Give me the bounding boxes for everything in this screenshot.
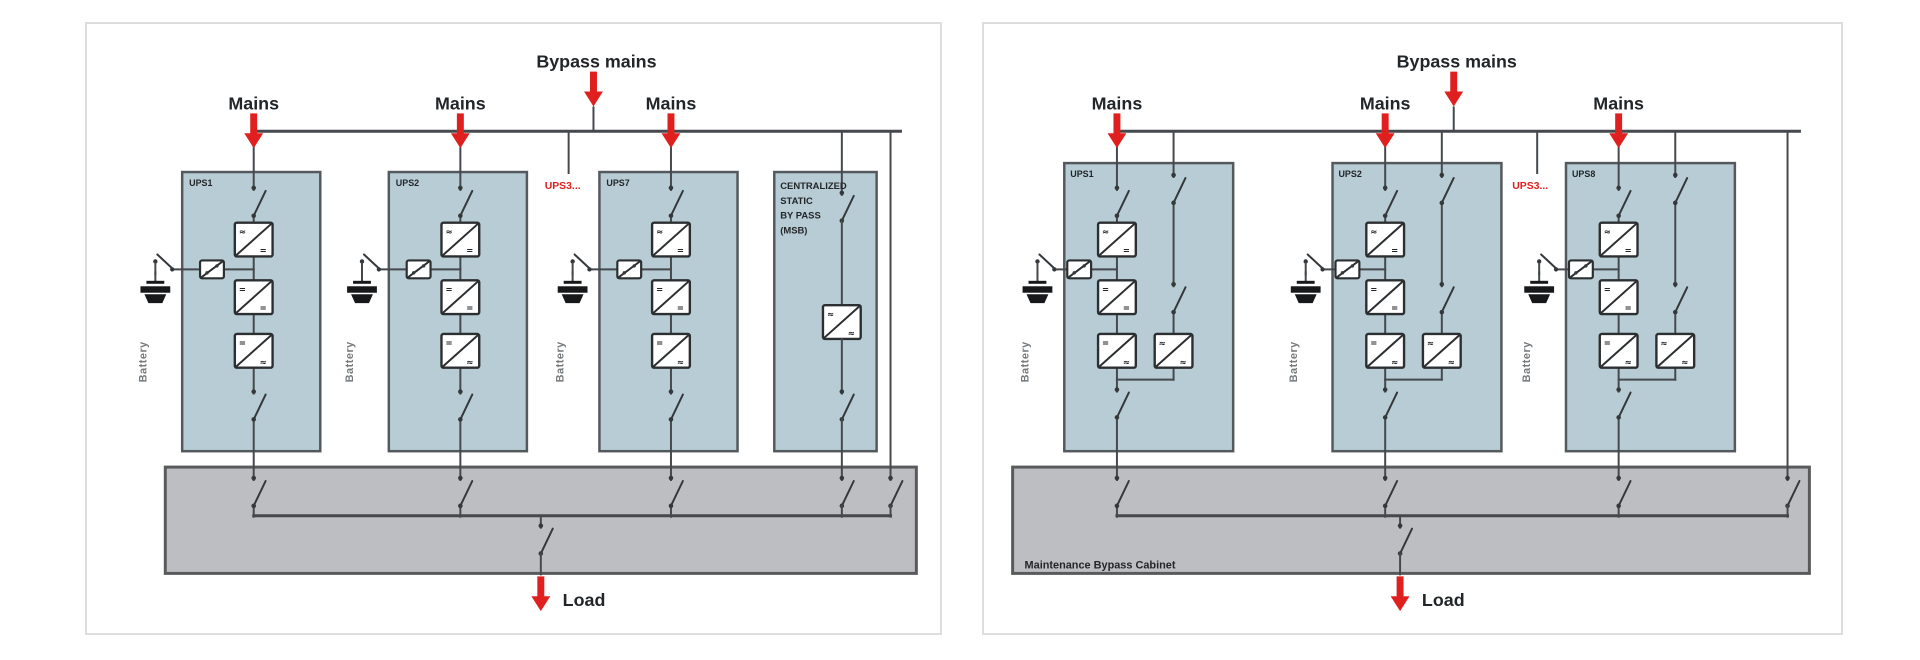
- ups-box-label: UPS2: [396, 178, 419, 188]
- rectifier-icon: [1598, 221, 1639, 258]
- battery-icon: [1289, 271, 1322, 305]
- ups-box: [1564, 161, 1737, 453]
- inverter-icon: [440, 332, 481, 369]
- rectifier-icon: [440, 221, 481, 258]
- centralized-bypass-diagram-panel: UPS1: [85, 22, 942, 635]
- mains-label: Mains: [1360, 93, 1411, 113]
- battery-icon: [139, 271, 172, 305]
- load-label: Load: [1422, 590, 1465, 610]
- battery-icon: [1021, 271, 1054, 305]
- battery-connector-icon: [616, 259, 643, 280]
- mains-label: Mains: [646, 93, 697, 113]
- more-ups-label: UPS3...: [545, 181, 581, 192]
- dc-converter-icon: [1365, 279, 1406, 316]
- inverter-icon: [1598, 332, 1639, 369]
- more-ups-label: UPS3...: [1512, 181, 1548, 192]
- battery-connector-icon: [405, 259, 432, 280]
- static-switch-icon: [821, 303, 862, 341]
- bypass-mains-label: Bypass mains: [536, 52, 656, 72]
- battery-connector-icon: [1066, 259, 1093, 280]
- inverter-icon: [650, 332, 692, 369]
- static-switch-icon: [1421, 332, 1462, 369]
- ups-box: [1331, 161, 1503, 453]
- inverter-icon: [1096, 332, 1138, 369]
- ups-box-label: UPS2: [1338, 169, 1361, 179]
- battery-label: Battery: [1020, 341, 1032, 382]
- static-switch-icon: [1655, 332, 1696, 369]
- battery-icon: [346, 271, 378, 305]
- inverter-icon: [233, 332, 274, 369]
- bypass-mains-arrow-icon: [1444, 71, 1464, 107]
- battery-connector-icon: [198, 259, 225, 280]
- load-output: Load: [531, 514, 606, 612]
- dc-converter-icon: [233, 279, 274, 316]
- bypass-mains-label: Bypass mains: [1397, 52, 1517, 72]
- ups-unit-2: UPS2: [344, 93, 529, 518]
- ups-box-label: UPS8: [1572, 169, 1595, 179]
- ups-box-label: UPS1: [1070, 169, 1093, 179]
- battery-connector-icon: [1334, 259, 1361, 280]
- battery-icon: [556, 271, 589, 305]
- msb-label-line4: (MSB): [780, 225, 807, 236]
- msb-label-line3: BY PASS: [780, 210, 820, 221]
- ups-unit-1: UPS1: [1020, 93, 1235, 518]
- dc-converter-icon: [650, 279, 692, 316]
- maintenance-bypass-diagram-panel: Maintenance Bypass Cabinet UPS1: [982, 22, 1843, 635]
- bypass-mains-arrow-icon: [584, 71, 603, 107]
- mains-label: Mains: [228, 93, 279, 113]
- battery-connector-icon: [1567, 259, 1594, 280]
- rectifier-icon: [1365, 221, 1406, 258]
- ups-unit-3: UPS8: [1521, 93, 1737, 518]
- ups-box-label: UPS7: [606, 178, 629, 188]
- battery-label: Battery: [344, 341, 356, 382]
- battery-label: Battery: [1521, 341, 1533, 382]
- rectifier-icon: [233, 221, 274, 258]
- ups-wiring: [1053, 130, 1175, 518]
- battery-label: Battery: [1288, 341, 1300, 382]
- mains-label: Mains: [435, 93, 486, 113]
- dc-converter-icon: [1096, 279, 1138, 316]
- static-switch-icon: [1153, 332, 1194, 369]
- dc-converter-icon: [1598, 279, 1639, 316]
- ups-box-label: UPS1: [189, 178, 212, 188]
- load-output: Load: [1390, 514, 1465, 612]
- ups-unit-2: UPS2: [1288, 93, 1503, 518]
- dc-converter-icon: [440, 279, 481, 316]
- rectifier-icon: [650, 221, 692, 258]
- battery-icon: [1523, 271, 1556, 305]
- msb-label-line2: STATIC: [780, 195, 813, 206]
- load-arrow-icon: [531, 576, 551, 612]
- load-arrow-icon: [1390, 576, 1410, 612]
- msb-label-line1: CENTRALIZED: [780, 180, 847, 191]
- ups-box: [1063, 161, 1235, 453]
- battery-label: Battery: [137, 341, 149, 382]
- mains-label: Mains: [1092, 93, 1143, 113]
- battery-label: Battery: [555, 341, 567, 382]
- mains-label: Mains: [1593, 93, 1644, 113]
- cabinet-label: Maintenance Bypass Cabinet: [1025, 559, 1176, 571]
- ups-unit-1: UPS1: [137, 93, 322, 518]
- inverter-icon: [1365, 332, 1406, 369]
- rectifier-icon: [1096, 221, 1138, 258]
- ups-unit-3: UPS7: [555, 93, 739, 518]
- load-label: Load: [563, 590, 606, 610]
- maintenance-bypass-cabinet: [1011, 465, 1811, 575]
- msb-cabinet: CENTRALIZED STATIC BY PASS (MSB): [773, 130, 878, 518]
